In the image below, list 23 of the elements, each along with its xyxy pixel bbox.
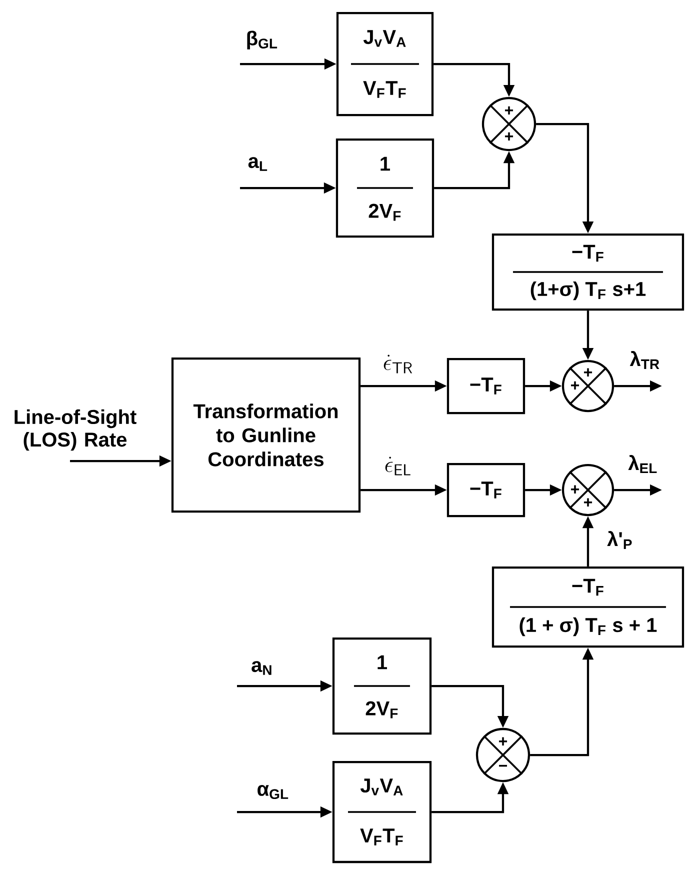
edge-label: a$_{L}$	[248, 157, 268, 171]
transfer-function-box: −T$_{F}$ (1+σ) T$_{F}$ s+1	[492, 233, 684, 311]
edge-label: β$_{GL}$	[247, 30, 278, 50]
edge-label: Line-of-Sight (LOS) Rate	[14, 409, 136, 451]
edge-label: λ$_{TR}$	[630, 351, 660, 370]
transfer-function-box: 1 2V$_{F}$	[336, 138, 434, 238]
summing-junction: + +	[562, 360, 614, 412]
transfer-function-box: 1 2V$_{F}$	[332, 637, 432, 735]
edge-label: λ$_{EL}$	[628, 455, 657, 474]
edge-label: a$_{N}$	[252, 661, 272, 675]
edge-label: α$_{GL}$	[258, 785, 288, 800]
transfer-function-box: −T$_{F}$ (1 + σ) T$_{F}$ s + 1	[492, 566, 684, 648]
transfer-function-box: J$_{v}$V$_{A}$ V$_{F}$T$_{F}$	[332, 760, 432, 864]
summing-junction: + +	[482, 96, 536, 152]
edge-label: λ'$_{P}$	[607, 531, 632, 550]
edge-label: $\dot{\epsilon}_{\mathsf{EL}}$	[385, 456, 410, 476]
gain-box: −T$_{F}$	[446, 462, 526, 518]
summing-junction: + −	[476, 728, 530, 782]
transfer-function-box: J$_{v}$V$_{A}$ V$_{F}$T$_{F}$	[336, 12, 434, 116]
gain-box: −T$_{F}$	[446, 358, 526, 414]
summing-junction: + +	[562, 464, 614, 516]
process-box: Transformation to Gunline Coordinates	[171, 357, 361, 513]
edge-label: $\dot{\epsilon}_{\mathsf{TR}}$	[384, 354, 412, 374]
